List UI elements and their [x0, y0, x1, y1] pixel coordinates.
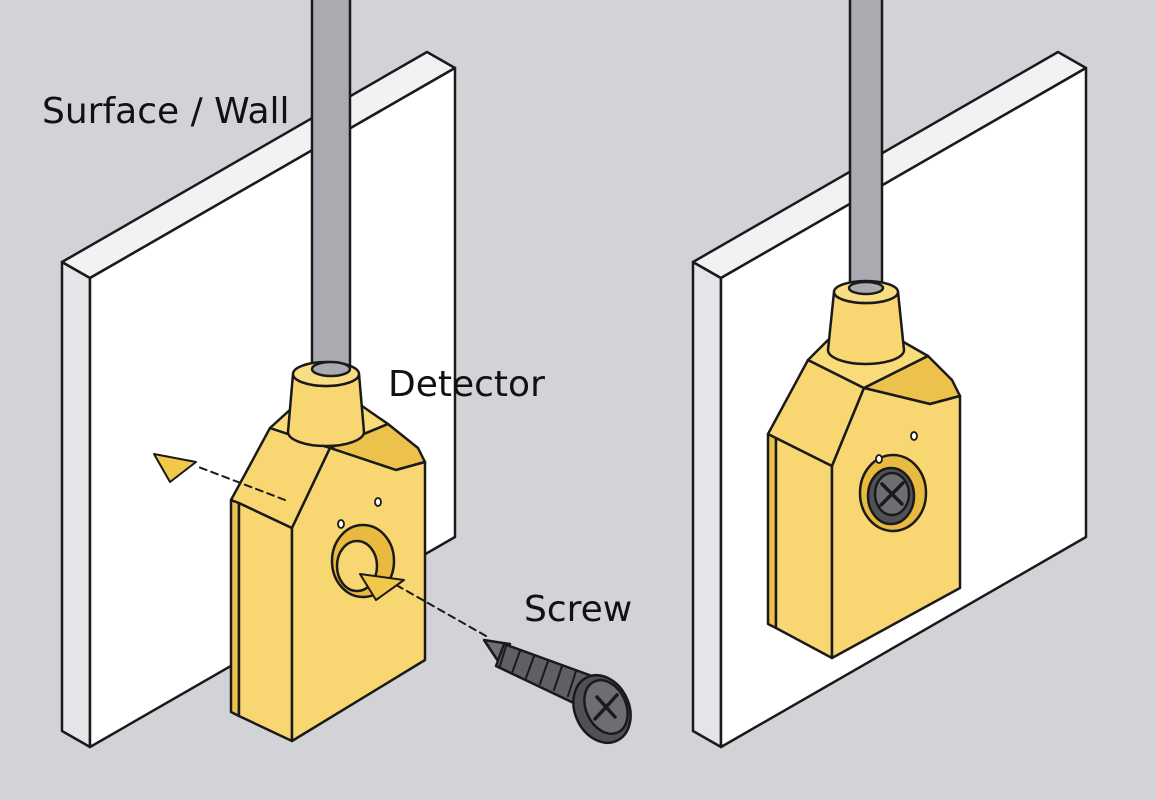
arrow-to-hole [359, 573, 487, 637]
cable-right [848, 0, 884, 294]
screw-label: Screw [524, 589, 633, 630]
screw [482, 638, 632, 744]
arrow-to-wall [153, 453, 286, 501]
detector-label: Detector [388, 364, 545, 405]
cable-left [310, 0, 352, 380]
detector-right [766, 279, 962, 660]
detector-left [229, 360, 427, 743]
wall-label: Surface / Wall [42, 91, 290, 132]
